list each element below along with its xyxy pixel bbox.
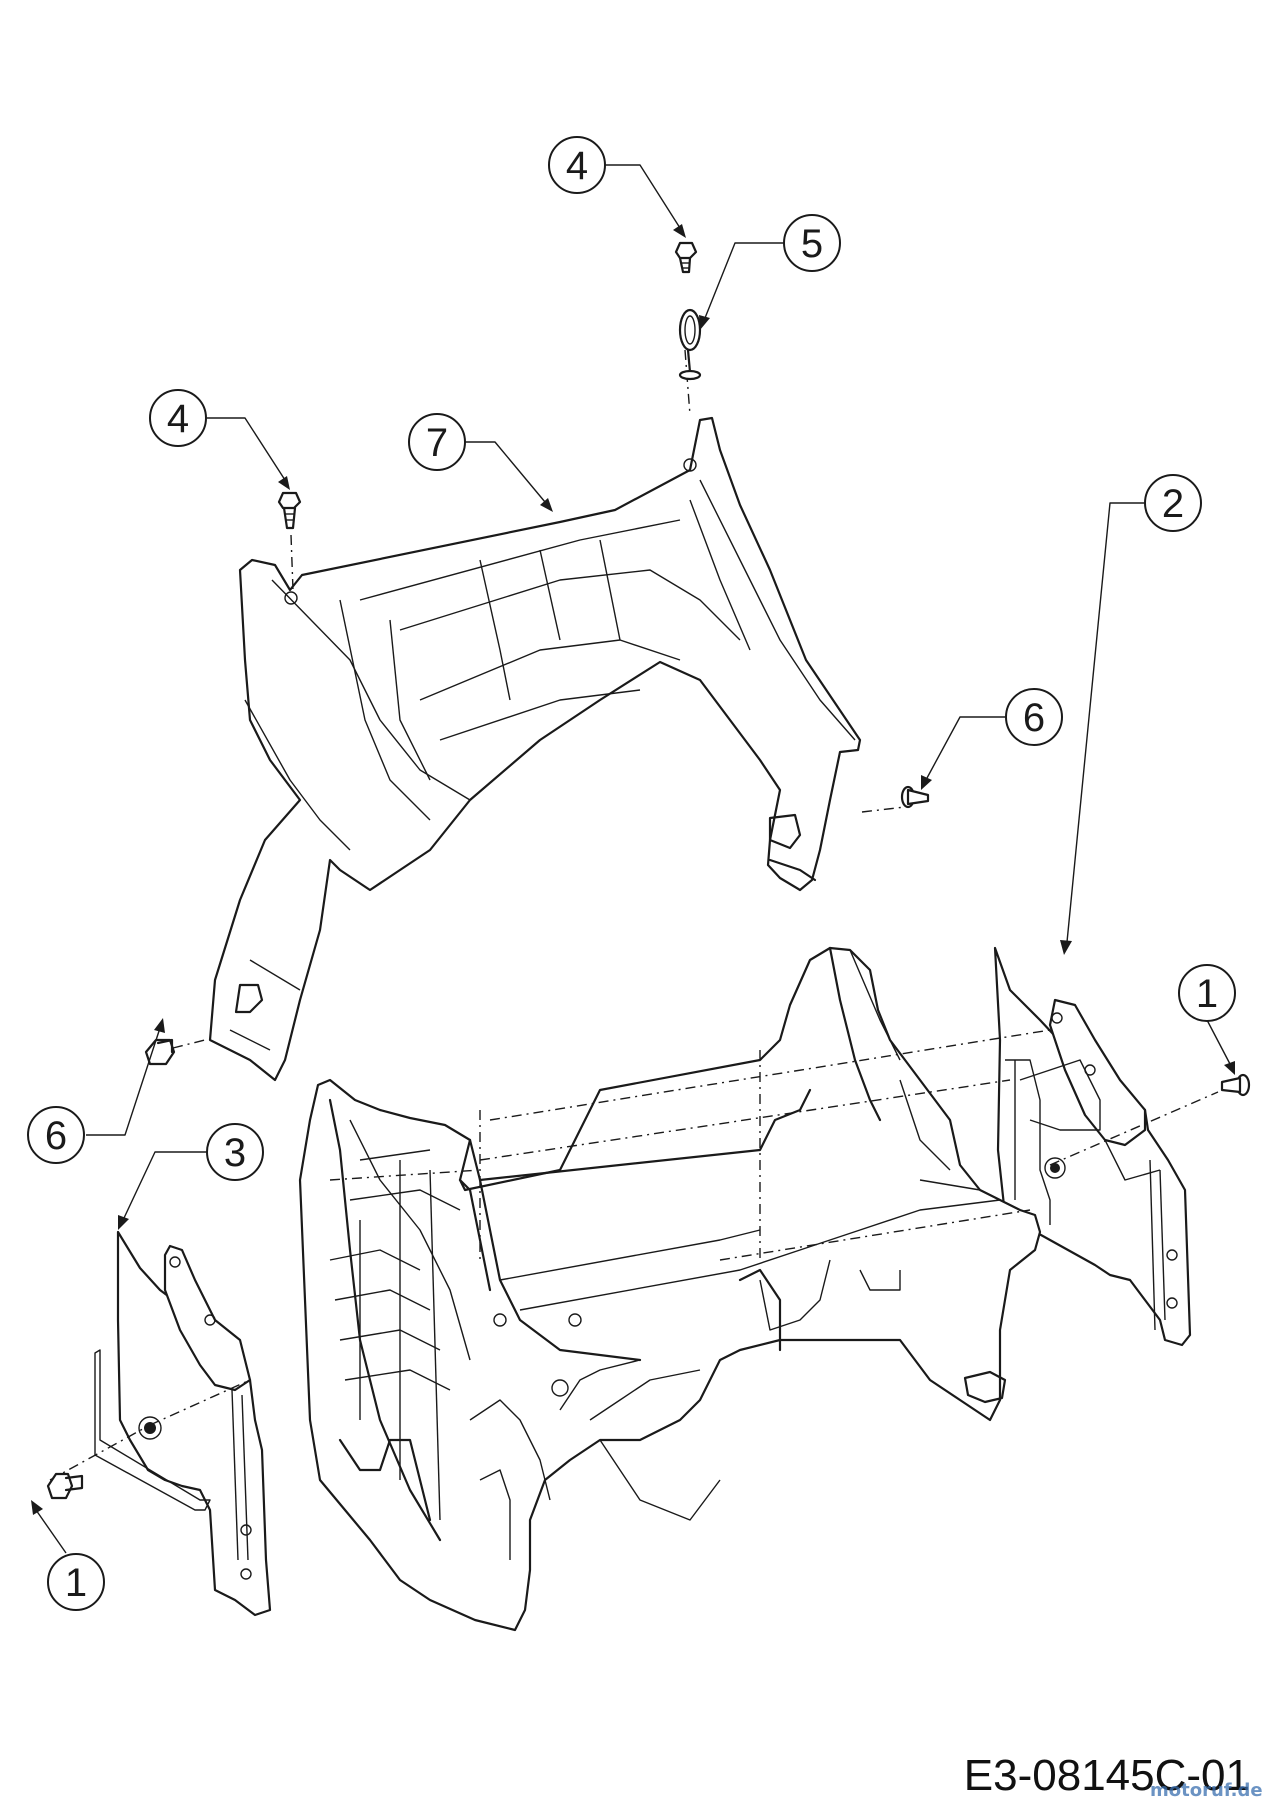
callout-label: 4 [566, 144, 588, 188]
callout-2: 2 [1144, 474, 1202, 532]
assembly-lines [49, 349, 1219, 1481]
callout-1-left: 1 [47, 1553, 105, 1611]
callout-label: 3 [224, 1131, 246, 1175]
callout-6-right: 6 [1005, 688, 1063, 746]
part-3-left-plate [94, 1230, 272, 1617]
callout-5: 5 [783, 214, 841, 272]
hardware-pin-5 [678, 308, 702, 381]
watermark: motoruf.de [1150, 1780, 1263, 1800]
callout-label: 2 [1162, 482, 1184, 526]
callout-4-left: 4 [149, 389, 207, 447]
callout-label: 6 [1023, 696, 1045, 740]
callout-1-right: 1 [1178, 964, 1236, 1022]
callout-label: 6 [45, 1114, 67, 1158]
callout-6-left: 6 [27, 1106, 85, 1164]
callout-label: 4 [167, 397, 189, 441]
callout-7: 7 [408, 413, 466, 471]
callout-3: 3 [206, 1123, 264, 1181]
callout-label: 5 [801, 222, 823, 266]
hardware-bolt-6-right [900, 785, 930, 809]
callout-label: 1 [1196, 972, 1218, 1016]
part-7-cover [208, 416, 862, 1082]
hardware-bolt-6-left [144, 1038, 176, 1066]
callout-4-top: 4 [548, 136, 606, 194]
leader-lines [31, 164, 1235, 1554]
hardware-bolt-1-right [1220, 1073, 1251, 1097]
callout-label: 1 [65, 1561, 87, 1605]
hardware-bolt-1-left [46, 1472, 84, 1500]
drawing-code: E3-08145C-01 [964, 1751, 1250, 1800]
main-housing [298, 946, 1042, 1632]
hardware-bolt-4-left [277, 491, 302, 530]
callout-label: 7 [426, 421, 448, 465]
hardware-bolt-4-top [674, 241, 698, 274]
